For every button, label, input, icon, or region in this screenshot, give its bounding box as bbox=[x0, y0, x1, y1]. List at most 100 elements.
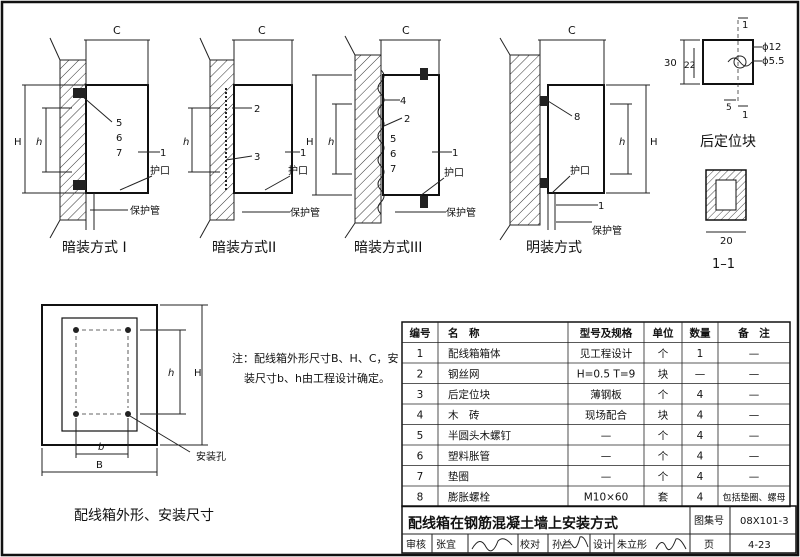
section-mark-bottom: 1 bbox=[742, 110, 748, 121]
callout-1: 1 bbox=[300, 148, 306, 159]
table-cell: 半圆头木螺钉 bbox=[448, 429, 511, 442]
section-1-1: 20 bbox=[705, 169, 747, 247]
table-cell: H=0.5 T=9 bbox=[577, 369, 636, 381]
expansion-bolt bbox=[540, 96, 548, 106]
table-cell: 膨胀螺栓 bbox=[448, 491, 490, 504]
table-cell: — bbox=[749, 348, 760, 360]
wood-brick bbox=[73, 180, 86, 190]
table-cell: 后定位块 bbox=[448, 388, 490, 401]
table-cell: M10×60 bbox=[584, 492, 629, 504]
callout-5: 5 bbox=[116, 118, 122, 129]
table-header-cell: 备 注 bbox=[737, 327, 770, 340]
label-hukou: 护口 bbox=[150, 164, 170, 177]
dim-h-upper-label: H bbox=[650, 137, 658, 148]
table-cell: 块 bbox=[658, 410, 669, 422]
table-cell: 3 bbox=[417, 389, 424, 401]
box-body bbox=[85, 84, 149, 194]
dim-phi55: ϕ5.5 bbox=[762, 56, 785, 67]
design-label: 设计 bbox=[593, 538, 613, 551]
wall-section bbox=[209, 59, 235, 221]
table-cell: 包括垫圈、螺母 bbox=[722, 492, 785, 504]
callout-1: 1 bbox=[598, 201, 604, 212]
view-surface: C H h 8 护口 1 保护管 bbox=[499, 24, 658, 241]
caption-concealed-1: 暗装方式 I bbox=[62, 240, 127, 256]
wood-brick bbox=[73, 88, 86, 98]
dim-b-lower-label: b bbox=[98, 442, 104, 453]
table-cell: 8 bbox=[417, 492, 424, 504]
table-cell: 套 bbox=[658, 491, 669, 504]
mount-hole bbox=[73, 327, 79, 333]
table-cell: 垫圈 bbox=[448, 470, 469, 483]
view-concealed-2: C h 2 3 1 护口 保护管 bbox=[183, 24, 320, 239]
table-cell: 个 bbox=[658, 389, 669, 401]
outline-inner bbox=[61, 317, 138, 432]
reviewer-name: 张宜 bbox=[436, 538, 456, 551]
bracket bbox=[420, 68, 428, 80]
table-cell: 塑料胀管 bbox=[448, 450, 490, 463]
table-cell: 4 bbox=[697, 410, 704, 422]
outline-outer bbox=[41, 304, 158, 446]
block-outline bbox=[702, 39, 754, 85]
dim-h-lower-label: h bbox=[328, 137, 334, 148]
page-label: 页 bbox=[704, 539, 714, 551]
table-cell: 1 bbox=[697, 348, 704, 360]
table-cell: 6 bbox=[417, 451, 424, 463]
dim-h-lower-label: h bbox=[168, 368, 174, 379]
table-cell: 4 bbox=[697, 430, 704, 442]
table-header-cell: 编号 bbox=[410, 327, 431, 340]
callout-1: 1 bbox=[452, 148, 458, 159]
dim-c-label: C bbox=[113, 24, 121, 37]
callout-4: 4 bbox=[400, 96, 406, 107]
label-protective-pipe: 保护管 bbox=[290, 206, 320, 219]
table-header-cell: 名 称 bbox=[448, 327, 480, 340]
caption-outline: 配线箱外形、安装尺寸 bbox=[74, 508, 214, 524]
table-cell: 个 bbox=[658, 430, 669, 442]
caption-section-1-1: 1–1 bbox=[712, 257, 735, 272]
designer-signature bbox=[655, 538, 687, 551]
positioning-block-detail: 1 1 30 22 ϕ12 ϕ5.5 5 bbox=[664, 17, 785, 121]
mount-hole bbox=[125, 327, 131, 333]
table-header-cell: 单位 bbox=[653, 327, 674, 340]
wall-section bbox=[354, 54, 382, 224]
callout-5: 5 bbox=[390, 134, 396, 145]
title-block: 配线箱在钢筋混凝土墙上安装方式 图集号 08X101-3 审核 张宜 校对 孙兰… bbox=[401, 505, 797, 554]
dim-h-lower-label: h bbox=[36, 137, 42, 148]
mount-hole bbox=[125, 411, 131, 417]
label-protective-pipe: 保护管 bbox=[592, 224, 622, 237]
bracket bbox=[420, 196, 428, 208]
checker-signature bbox=[561, 536, 589, 550]
designer-name: 朱立彤 bbox=[617, 538, 647, 551]
table-cell: 钢丝网 bbox=[448, 368, 480, 381]
atlas-number: 08X101-3 bbox=[740, 516, 789, 527]
box-body bbox=[233, 84, 293, 194]
table-cell: 4 bbox=[697, 451, 704, 463]
reviewer-signature bbox=[471, 538, 513, 552]
table-cell: 个 bbox=[658, 451, 669, 463]
table-cell: 5 bbox=[417, 430, 424, 442]
table-cell: — bbox=[601, 451, 612, 463]
box-body bbox=[547, 84, 605, 194]
callout-7: 7 bbox=[390, 164, 396, 175]
dim-h-upper-label: H bbox=[306, 137, 314, 148]
caption-positioning-block: 后定位块 bbox=[700, 134, 756, 150]
table-cell: 4 bbox=[417, 410, 424, 422]
dim-h-lower-label: h bbox=[619, 137, 625, 148]
dim-h-upper-label: H bbox=[14, 137, 22, 148]
table-cell: 4 bbox=[697, 471, 704, 483]
atlas-label: 图集号 bbox=[694, 514, 724, 527]
callout-6: 6 bbox=[390, 149, 396, 160]
callout-8: 8 bbox=[574, 112, 580, 123]
checker-name: 孙兰 bbox=[552, 538, 572, 551]
table-cell: 配线箱箱体 bbox=[448, 347, 501, 360]
table-cell: 现场配合 bbox=[585, 409, 627, 422]
check-label: 校对 bbox=[520, 538, 540, 551]
table-cell: 个 bbox=[658, 471, 669, 483]
table-cell: 木 砖 bbox=[448, 409, 480, 422]
review-label: 审核 bbox=[406, 538, 426, 551]
table-cell: — bbox=[601, 471, 612, 483]
table-cell: 个 bbox=[658, 348, 669, 360]
box-outline-view: h H b B 安装孔 bbox=[41, 304, 226, 476]
table-cell: 4 bbox=[697, 492, 704, 504]
page-number: 4-23 bbox=[748, 540, 771, 551]
